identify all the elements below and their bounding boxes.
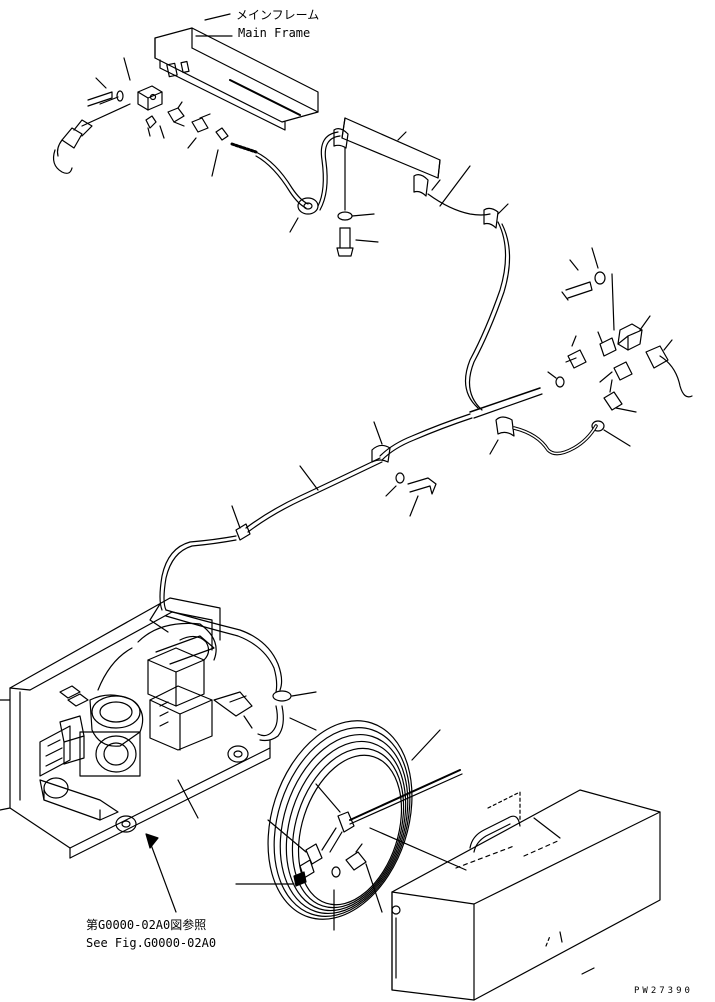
hose-clamp-icon — [273, 691, 291, 701]
washer-icon — [556, 377, 564, 387]
elbow-fitting-icon — [258, 706, 277, 736]
bolt-icon — [88, 92, 112, 106]
nipple-icon — [600, 338, 616, 356]
clamp-icon — [372, 445, 390, 462]
pressure-switch-icon — [62, 128, 82, 148]
bolt-icon — [408, 478, 436, 494]
washer-icon — [338, 212, 352, 220]
hose-clamp-icon — [592, 421, 604, 431]
main-hose-run — [466, 222, 543, 418]
pressure-switch-icon — [646, 346, 668, 368]
reference-jp-label: 第G0000-02A0図参照 — [86, 918, 207, 932]
elbow-fitting-icon — [614, 362, 632, 380]
cylinder-head-icon — [148, 648, 204, 706]
clamp-icon — [496, 417, 514, 436]
clamp-icon — [484, 208, 498, 228]
right-switch-assembly — [548, 248, 692, 446]
union-fitting-icon — [568, 350, 586, 368]
connector-block — [618, 324, 642, 350]
union-fitting-icon — [192, 118, 208, 132]
bolt-icon — [562, 282, 592, 300]
hose-fitting-icon — [236, 524, 250, 540]
connector-block — [138, 86, 162, 110]
bolt-icon — [337, 228, 353, 256]
grommet-icon — [298, 198, 318, 214]
drawing-number: PW27390 — [634, 986, 693, 996]
main-frame-en-label: Main Frame — [238, 26, 311, 40]
box-handle-icon — [470, 816, 520, 848]
reference-arrow — [150, 842, 176, 912]
upper-hose-run — [256, 132, 340, 232]
air-gun-icon — [338, 812, 354, 832]
coiled-hose-assembly — [236, 702, 462, 938]
nipple-icon — [346, 852, 366, 870]
washer-icon — [332, 867, 340, 877]
mid-hose-section — [372, 414, 596, 516]
reference-en-label: See Fig.G0000-02A0 — [86, 936, 217, 950]
coupler-icon — [306, 844, 322, 864]
adapter-icon — [604, 392, 622, 410]
washer-icon — [396, 473, 404, 483]
main-frame-jp-label: メインフレーム — [236, 8, 320, 22]
hose-end-icon — [216, 128, 228, 140]
air-compressor-unit — [0, 598, 316, 912]
washer-icon — [595, 272, 605, 284]
washer-icon — [117, 91, 123, 101]
cross-member-pipe — [334, 118, 508, 256]
main-frame-rail — [155, 14, 318, 130]
clamp-icon — [334, 129, 348, 148]
storage-box — [370, 790, 660, 1000]
lower-hose-run — [160, 458, 382, 610]
clamp-icon — [414, 175, 428, 196]
elbow-fitting-icon — [168, 108, 184, 122]
nipple-icon — [146, 116, 156, 128]
top-left-switch-assembly — [54, 58, 256, 176]
